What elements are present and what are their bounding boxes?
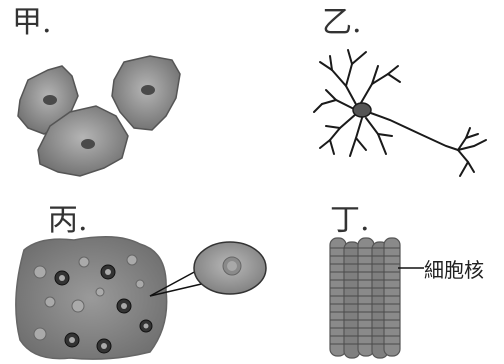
nucleus-label: 細胞核: [424, 254, 484, 283]
